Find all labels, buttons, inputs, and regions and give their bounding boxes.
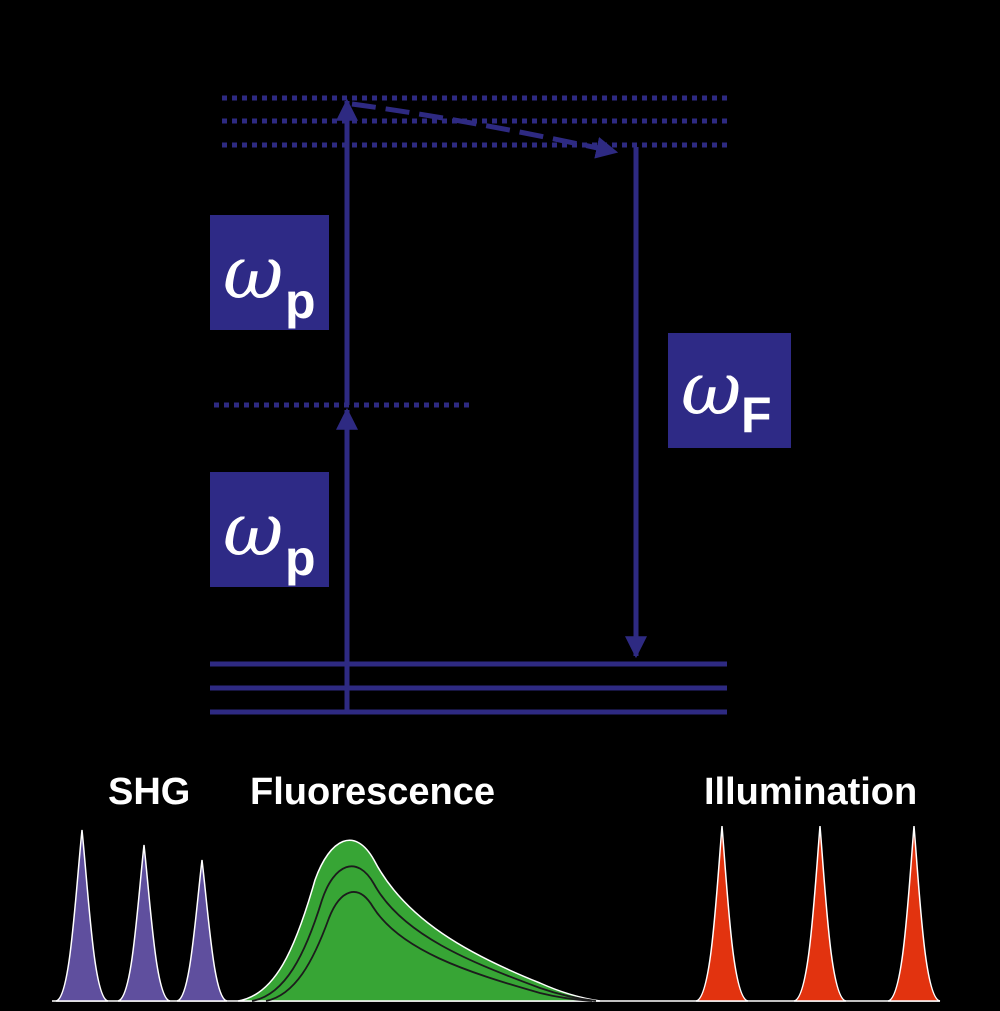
shg-peak-1 bbox=[55, 829, 109, 1002]
illumination-peak-1 bbox=[695, 825, 749, 1002]
fluorescence-subscript: F bbox=[741, 387, 772, 443]
shg-peaks bbox=[55, 829, 228, 1002]
pump-label-lower: ω p bbox=[210, 472, 329, 587]
shg-peak-3 bbox=[176, 859, 228, 1002]
pump-subscript: p bbox=[285, 530, 316, 586]
shg-label: SHG bbox=[108, 771, 190, 813]
excited-levels bbox=[222, 95, 728, 148]
pump-label-upper: ω p bbox=[210, 215, 329, 330]
shg-peak-2 bbox=[117, 844, 171, 1002]
ground-levels bbox=[210, 661, 727, 715]
illumination-label: Illumination bbox=[704, 771, 917, 813]
fluorescence-spectrum-label: Fluorescence bbox=[250, 771, 495, 813]
omega-symbol: ω bbox=[223, 230, 283, 316]
omega-symbol: ω bbox=[223, 487, 283, 573]
fluorescence-band bbox=[237, 839, 601, 1002]
pump-subscript: p bbox=[285, 273, 316, 329]
fluorescence-label: ω F bbox=[668, 333, 791, 448]
fluorescence-envelope bbox=[237, 839, 601, 1002]
fluorescence-curve-2 bbox=[251, 865, 597, 1002]
omega-symbol: ω bbox=[681, 346, 741, 432]
illumination-peak-2 bbox=[793, 825, 847, 1002]
fluorescence-curve-3 bbox=[265, 891, 593, 1002]
illumination-peak-3 bbox=[887, 825, 941, 1002]
illumination-peaks bbox=[695, 825, 941, 1002]
